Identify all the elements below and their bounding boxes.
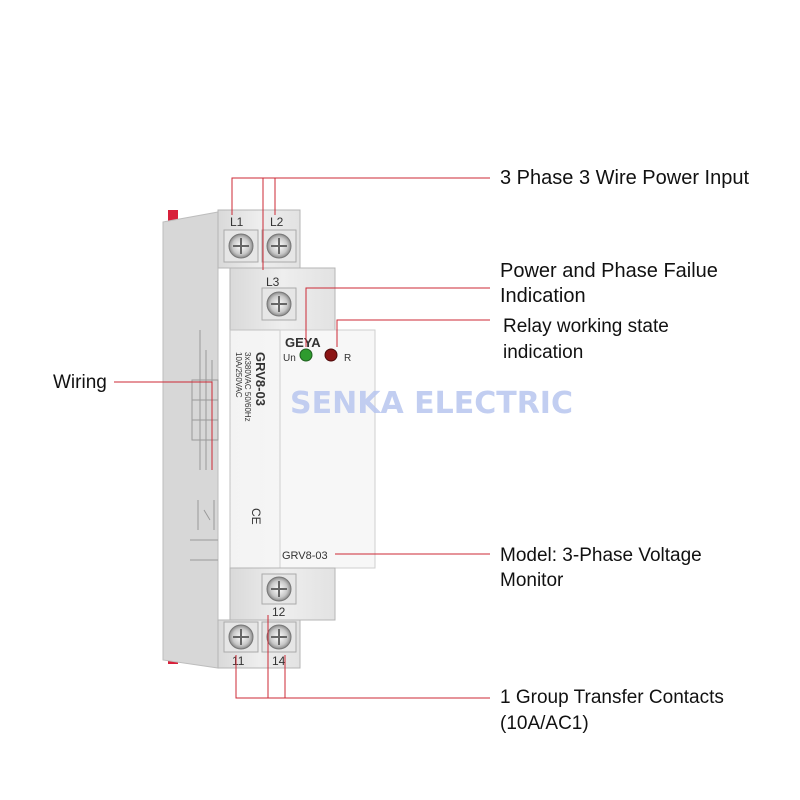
callout-phase-failure-2: Indication xyxy=(500,285,586,307)
din-clip-top xyxy=(168,210,178,224)
screw-l1 xyxy=(223,229,259,263)
terminal-label-l1: L1 xyxy=(230,215,244,229)
terminal-label-14: 14 xyxy=(272,654,286,668)
led-r-indicator xyxy=(324,348,338,362)
watermark: SENKA ELECTRIC xyxy=(290,386,573,421)
leader-contacts xyxy=(235,615,490,699)
callout-power-input: 3 Phase 3 Wire Power Input xyxy=(500,167,750,189)
screw-14 xyxy=(261,621,297,653)
model-label: GRV8-03 xyxy=(282,550,328,562)
callout-model-1: Model: 3-Phase Voltage xyxy=(500,545,702,566)
callout-relay-state-1: Relay working state xyxy=(503,316,669,337)
callout-contacts-1: 1 Group Transfer Contacts xyxy=(500,687,724,708)
callout-phase-failure-1: Power and Phase Failue xyxy=(500,260,718,282)
rating-text-1: 3x380VAC 50/60Hz xyxy=(243,352,252,422)
rating-text-2: 10A/250VAC xyxy=(234,352,243,398)
model-vertical-text: GRV8-03 xyxy=(253,352,268,406)
led-r-label: R xyxy=(344,353,351,364)
terminal-label-12: 12 xyxy=(272,605,286,619)
brand-logo: GEYA xyxy=(285,335,321,350)
led-un-label: Un xyxy=(283,353,296,364)
screw-l3 xyxy=(261,287,297,321)
leader-wiring xyxy=(114,381,213,470)
led-un-indicator xyxy=(299,348,313,362)
callout-relay-state-2: indication xyxy=(503,342,584,363)
screw-11 xyxy=(223,621,259,653)
relay-front-step xyxy=(279,329,376,569)
terminal-label-11: 11 xyxy=(232,654,245,668)
leader-power-input xyxy=(231,177,490,270)
terminal-label-l2: L2 xyxy=(270,215,284,229)
side-wiring-schematic xyxy=(190,330,219,561)
callout-model-2: Monitor xyxy=(500,570,564,591)
terminal-label-l3: L3 xyxy=(266,275,280,289)
leader-phase-failure xyxy=(305,287,490,347)
leader-relay-state xyxy=(336,319,490,347)
callout-contacts-2: (10A/AC1) xyxy=(500,713,589,734)
ce-mark: CE xyxy=(249,508,263,525)
screw-l2 xyxy=(261,229,297,263)
callout-wiring: Wiring xyxy=(53,372,107,393)
leader-lines xyxy=(114,177,490,699)
screw-12 xyxy=(261,573,297,605)
